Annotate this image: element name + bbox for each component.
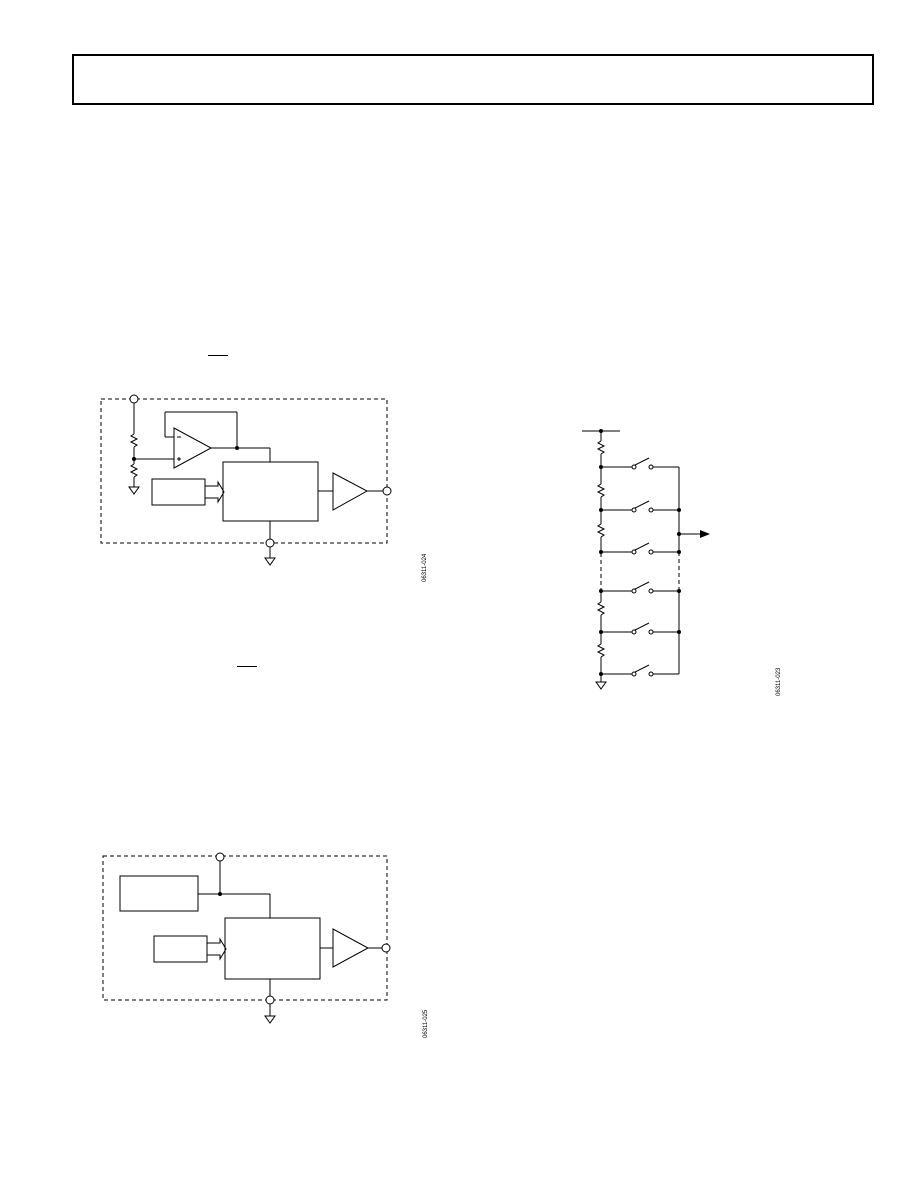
output-amplifier: [333, 473, 367, 510]
input-register-block: [152, 479, 205, 505]
switch-row-3: [601, 543, 679, 554]
switch-row-6: [601, 665, 679, 676]
ground-symbol-4: [596, 682, 606, 689]
string-resistor-3: [598, 524, 604, 537]
vout-pin-2: [382, 944, 390, 952]
input-register-block-2: [154, 936, 207, 962]
ground-symbol-3: [265, 1016, 275, 1023]
overline-mark-2: [237, 666, 257, 667]
vout-pin: [383, 487, 391, 495]
string-resistor-4: [598, 602, 604, 615]
output-arrow: [700, 530, 710, 538]
string-resistor-2: [598, 484, 604, 497]
string-resistor-5: [598, 644, 604, 657]
reference-buffer-opamp: [174, 428, 211, 468]
overline-mark-1: [208, 355, 228, 356]
switch-row-1: [601, 458, 679, 469]
output-amplifier-2: [333, 929, 368, 967]
switch-row-5: [601, 623, 679, 634]
page-header-box: [72, 54, 874, 105]
switch-row-2: [601, 501, 679, 512]
figure-code-resistor-string: 06311-023: [776, 667, 782, 696]
data-bus-arrow-2: [207, 939, 226, 959]
ground-symbol-2: [265, 558, 275, 565]
chip-boundary-dashed: [101, 399, 387, 543]
divider-resistor-bottom: [131, 464, 137, 477]
chip-boundary-dashed-2: [103, 856, 387, 1000]
data-bus-arrow: [205, 482, 224, 502]
string-resistor-1: [598, 441, 604, 454]
ground-symbol-1: [129, 487, 139, 494]
divider-resistor-top: [131, 434, 137, 447]
switch-row-4: [601, 582, 679, 593]
